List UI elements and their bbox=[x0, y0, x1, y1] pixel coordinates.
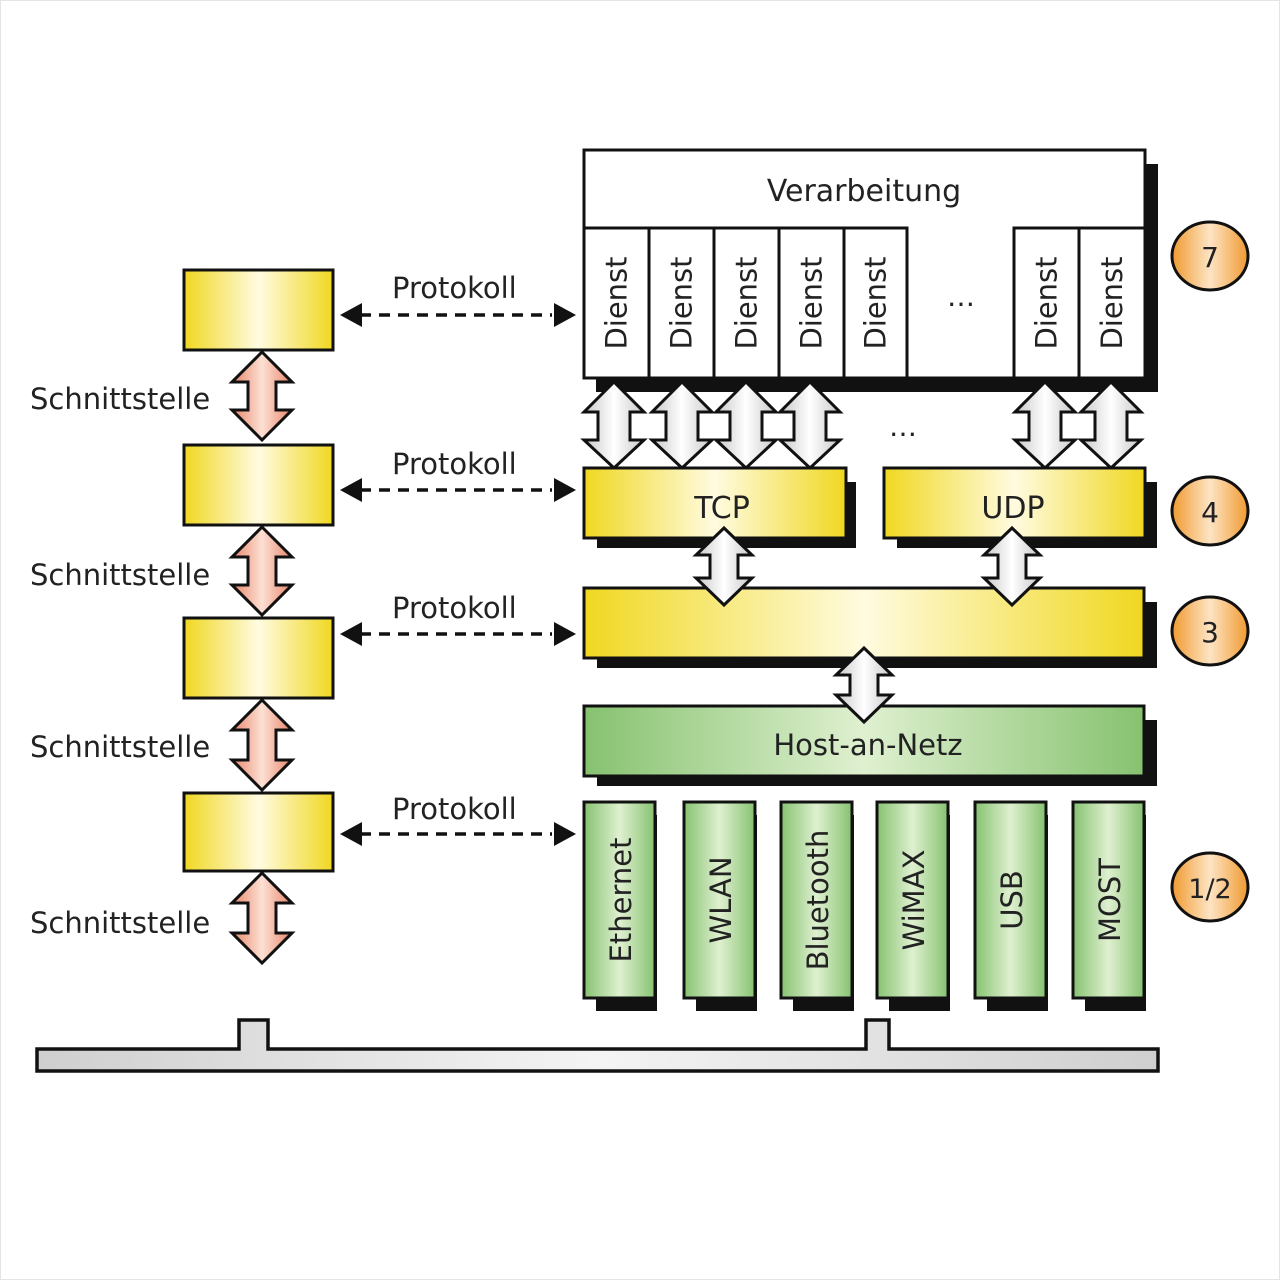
processing-label: Verarbeitung bbox=[767, 174, 961, 209]
link-technology-label: MOST bbox=[1093, 858, 1127, 942]
protocol-label: Protokoll bbox=[392, 447, 517, 481]
link-technology-column: WLAN bbox=[682, 800, 757, 1011]
service-arrow-icon bbox=[776, 379, 844, 471]
service-column: Dienst bbox=[842, 226, 909, 380]
left-layer-box-4 bbox=[182, 791, 335, 873]
svg-text:4: 4 bbox=[1201, 496, 1219, 529]
interface-arrow-icon bbox=[228, 697, 296, 793]
host-to-network-layer: Host-an-Netz bbox=[582, 704, 1157, 786]
services-ellipsis: … bbox=[947, 280, 975, 313]
service-transport-arrows bbox=[580, 379, 1145, 471]
left-stack: Schnittstelle Schnittstelle Schnittstell… bbox=[30, 268, 335, 966]
interface-arrow-icon bbox=[228, 349, 296, 443]
protocol-link-4: Protokoll bbox=[340, 447, 576, 502]
service-arrow-icon bbox=[1011, 379, 1079, 471]
service-arrow-icon bbox=[1077, 379, 1145, 471]
link-technology-column: USB bbox=[973, 800, 1048, 1011]
interface-label: Schnittstelle bbox=[30, 730, 210, 764]
service-arrow-icon bbox=[580, 379, 648, 471]
service-arrow-icon bbox=[712, 379, 780, 471]
interface-arrow-icon bbox=[228, 524, 296, 618]
host-to-network-label: Host-an-Netz bbox=[773, 728, 962, 762]
services: Dienst Dienst Dienst Dienst Dienst Dienst Dien… bbox=[582, 226, 1147, 380]
tcp-network-arrow-icon bbox=[692, 525, 756, 608]
service-column: Dienst bbox=[712, 226, 781, 380]
link-technology-label: Bluetooth bbox=[801, 830, 835, 971]
layer-badge-3: 3 bbox=[1170, 595, 1250, 667]
link-technology-column: MOST bbox=[1071, 800, 1146, 1011]
service-label: Dienst bbox=[859, 256, 893, 349]
layer-badge-12: 1/2 bbox=[1170, 851, 1250, 923]
transport-layer: TCP UDP bbox=[582, 466, 1157, 548]
link-technology-label: WiMAX bbox=[897, 850, 931, 951]
tcp-label: TCP bbox=[693, 491, 750, 526]
layer-badge-4: 4 bbox=[1170, 475, 1250, 547]
service-label: Dienst bbox=[600, 256, 634, 349]
service-label: Dienst bbox=[665, 256, 699, 349]
arrowhead-left-icon bbox=[340, 622, 362, 646]
udp-network-arrow-icon bbox=[980, 525, 1044, 608]
protocol-link-7: Protokoll bbox=[340, 271, 576, 327]
protocol-label: Protokoll bbox=[392, 792, 517, 826]
link-technology-label: WLAN bbox=[704, 856, 738, 943]
service-label: Dienst bbox=[795, 256, 829, 349]
interface-label: Schnittstelle bbox=[30, 558, 210, 592]
svg-text:3: 3 bbox=[1201, 616, 1219, 649]
service-column: Dienst bbox=[647, 226, 716, 380]
service-arrow-icon bbox=[648, 379, 716, 471]
layer-badges: 7 4 3 1/2 bbox=[1170, 220, 1250, 923]
tcp-box bbox=[582, 466, 848, 540]
arrowhead-right-icon bbox=[554, 478, 576, 502]
arrowhead-right-icon bbox=[554, 822, 576, 846]
arrowhead-left-icon bbox=[340, 822, 362, 846]
left-layer-box-2 bbox=[182, 443, 335, 527]
link-technologies: Ethernet WLAN Bluetooth WiMAX USB MOST bbox=[582, 800, 1146, 1011]
service-column: Dienst bbox=[777, 226, 846, 380]
protocol-label: Protokoll bbox=[392, 271, 517, 305]
protocol-link-3: Protokoll bbox=[340, 591, 576, 646]
protocol-links: Protokoll Protokoll Protokoll Protokoll bbox=[340, 271, 576, 846]
svg-text:1/2: 1/2 bbox=[1188, 874, 1231, 905]
left-layer-box-1 bbox=[182, 268, 335, 352]
link-technology-label: USB bbox=[995, 870, 1029, 930]
arrowhead-left-icon bbox=[340, 478, 362, 502]
link-technology-column: Bluetooth bbox=[779, 800, 854, 1011]
interface-arrow-icon bbox=[228, 870, 296, 966]
network-bus bbox=[35, 1018, 1160, 1073]
left-layer-box-3 bbox=[182, 616, 335, 700]
arrows-ellipsis: … bbox=[889, 410, 917, 443]
link-technology-column: WiMAX bbox=[875, 800, 950, 1011]
protocol-label: Protokoll bbox=[392, 591, 517, 625]
link-technology-label: Ethernet bbox=[604, 838, 638, 963]
udp-box bbox=[882, 466, 1147, 540]
svg-text:7: 7 bbox=[1201, 241, 1219, 274]
interface-label: Schnittstelle bbox=[30, 382, 210, 416]
service-label: Dienst bbox=[1095, 256, 1129, 349]
service-column: Dienst bbox=[1012, 226, 1081, 380]
service-label: Dienst bbox=[1030, 256, 1064, 349]
network-host-arrow-icon bbox=[832, 645, 896, 725]
service-label: Dienst bbox=[730, 256, 764, 349]
udp-label: UDP bbox=[981, 491, 1044, 526]
arrowhead-right-icon bbox=[554, 303, 576, 327]
link-technology-column: Ethernet bbox=[582, 800, 657, 1011]
interface-label: Schnittstelle bbox=[30, 906, 210, 940]
protocol-link-12: Protokoll bbox=[340, 792, 576, 846]
arrowhead-right-icon bbox=[554, 622, 576, 646]
service-column: Dienst bbox=[582, 226, 651, 380]
service-column: Dienst bbox=[1077, 226, 1147, 380]
layer-badge-7: 7 bbox=[1170, 220, 1250, 292]
arrowhead-left-icon bbox=[340, 303, 362, 327]
